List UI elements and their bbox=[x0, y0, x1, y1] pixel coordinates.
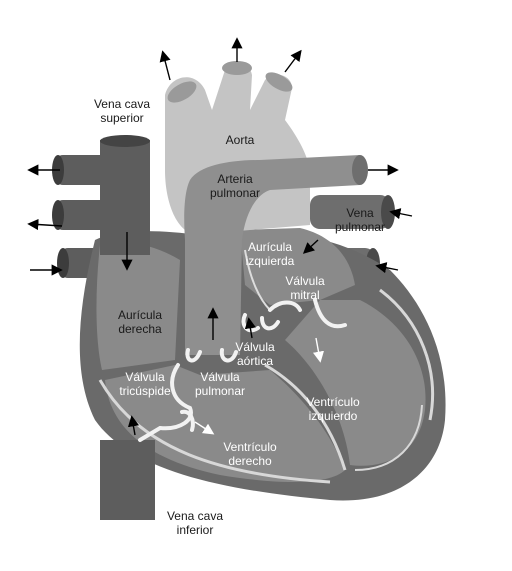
pulmonary-valve-right bbox=[219, 348, 238, 363]
valves bbox=[138, 298, 347, 442]
label-auricula-derecha: Aurícula derecha bbox=[117, 308, 163, 336]
label-vena-cava-superior: Vena cava superior bbox=[93, 97, 151, 125]
flow-arrows bbox=[27, 37, 413, 436]
right-ventricle bbox=[105, 365, 345, 482]
label-arteria-pulmonar: Arteria pulmonar bbox=[209, 172, 261, 200]
label-vena-pulmonar: Vena pulmonar bbox=[334, 206, 386, 234]
pulmonary-artery bbox=[184, 155, 360, 355]
label-ventriculo-izquierdo: Ventrículo izquierdo bbox=[306, 395, 360, 423]
label-aorta: Aorta bbox=[225, 133, 255, 147]
right-atrium bbox=[96, 242, 180, 370]
inferior-vena-cava bbox=[100, 440, 155, 520]
tricuspid-valve bbox=[138, 363, 193, 442]
label-valvula-mitral: Válvula mitral bbox=[285, 274, 325, 302]
left-ventricle bbox=[285, 300, 426, 466]
left-atrium bbox=[240, 228, 355, 305]
superior-vena-cava bbox=[100, 140, 150, 255]
pulmonary-valve-left bbox=[185, 348, 202, 363]
label-vena-cava-inferior: Vena cava inferior bbox=[166, 509, 224, 537]
label-auricula-izquierda: Aurícula izquierda bbox=[245, 240, 295, 268]
label-ventriculo-derecho: Ventrículo derecho bbox=[223, 440, 277, 468]
label-valvula-pulmonar: Válvula pulmonar bbox=[194, 370, 246, 398]
mitral-valve bbox=[268, 298, 347, 329]
label-valvula-aortica: Válvula aórtica bbox=[235, 340, 275, 368]
label-valvula-tricuspide: Válvula tricúspide bbox=[119, 370, 171, 398]
